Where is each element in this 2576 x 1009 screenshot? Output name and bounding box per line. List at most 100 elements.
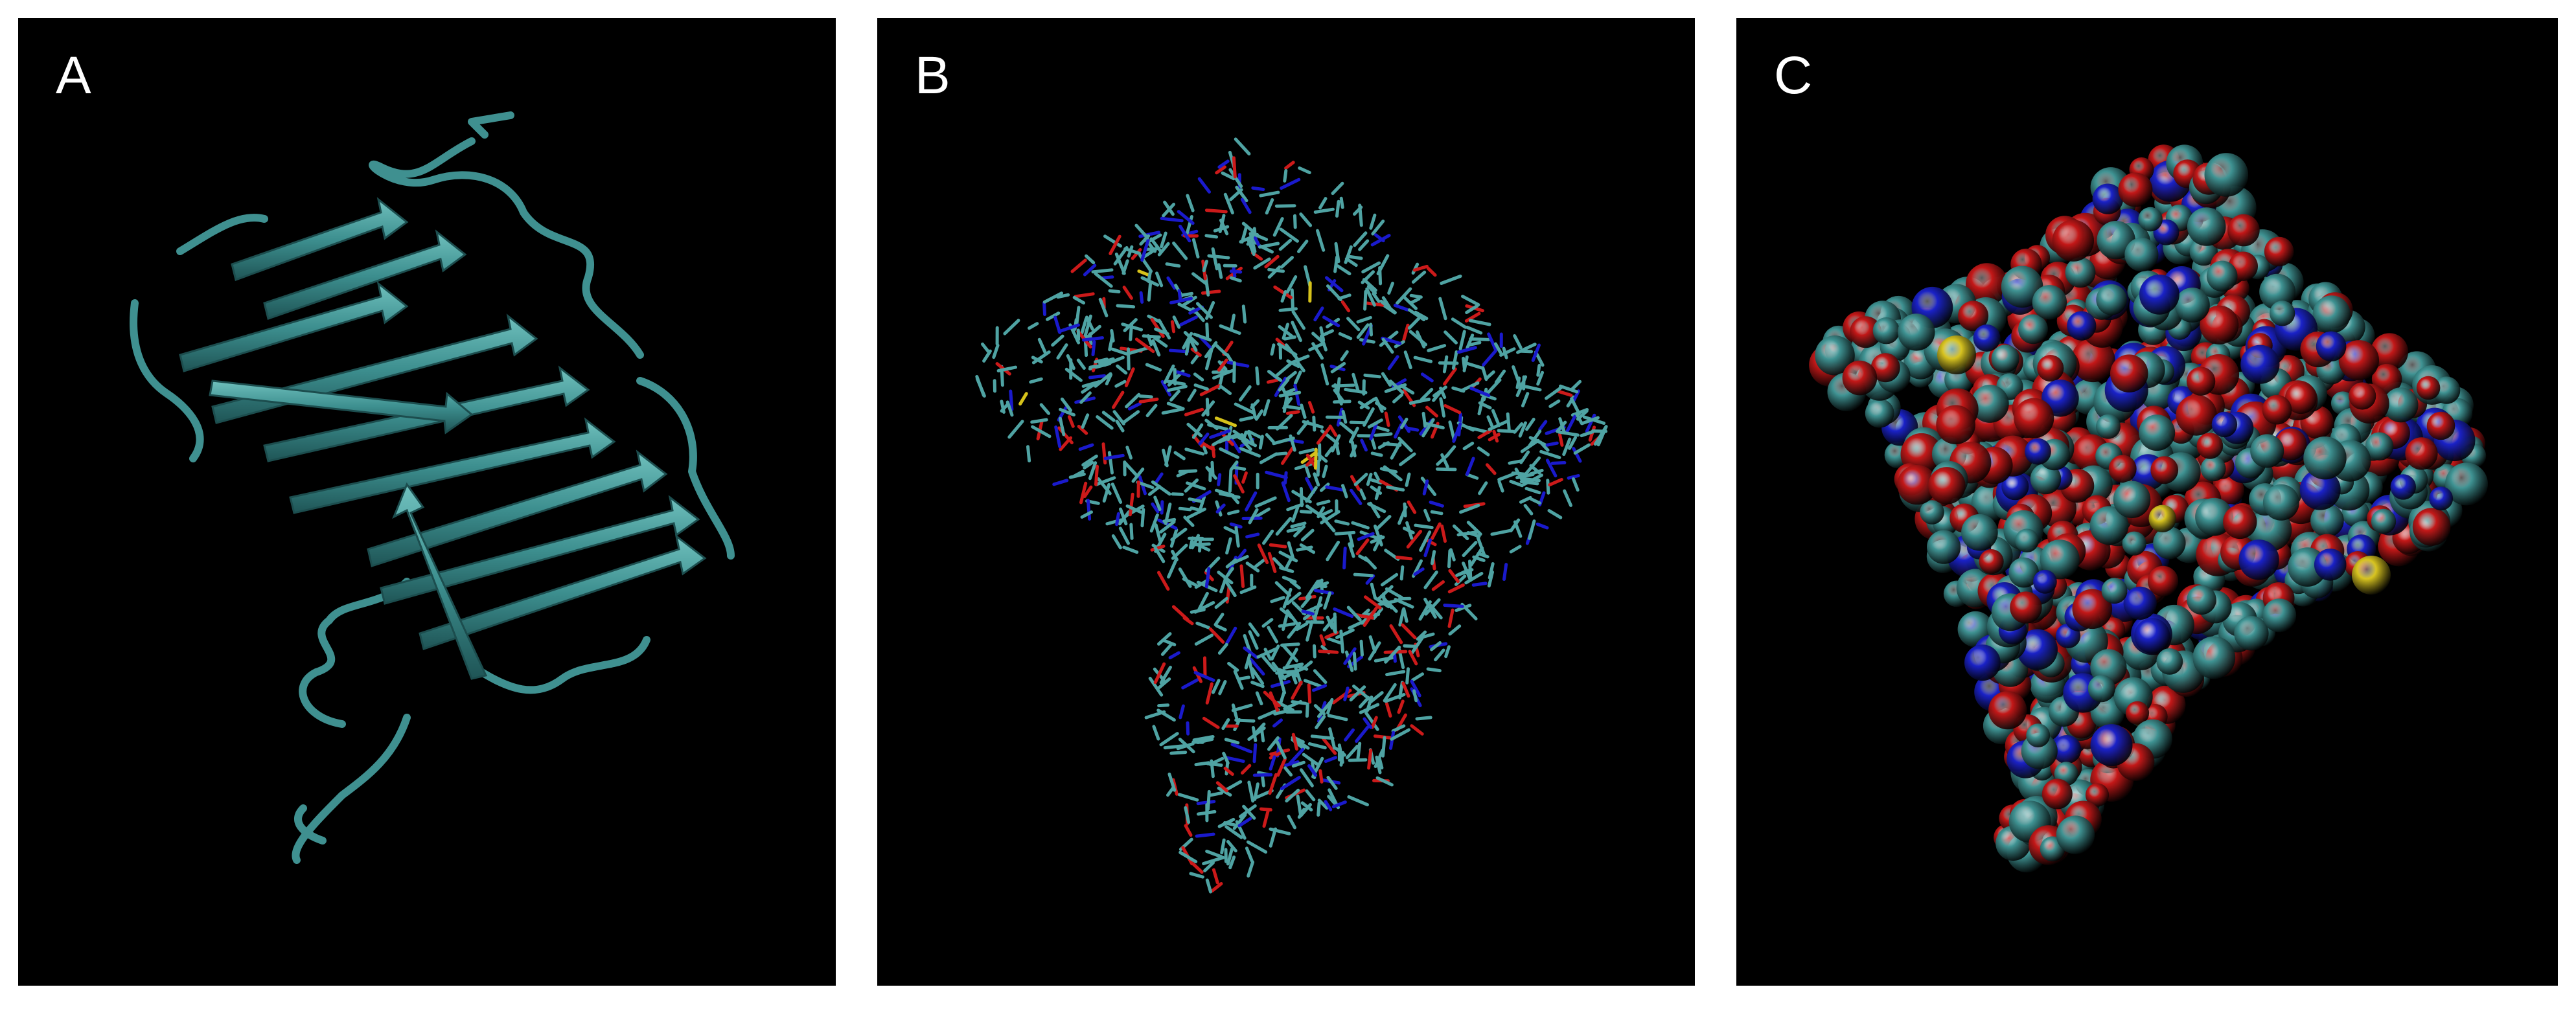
bond-stick — [1122, 545, 1139, 554]
bond-stick — [1182, 295, 1197, 307]
bond-stick — [1031, 356, 1043, 364]
bond-stick — [1205, 323, 1210, 339]
bond-stick — [1094, 476, 1116, 486]
atom-sphere — [2015, 528, 2039, 552]
bond-stick — [1375, 515, 1392, 531]
bond-stick — [1477, 429, 1493, 439]
bond-stick — [1190, 347, 1202, 357]
bond-stick — [1250, 666, 1265, 685]
bond-stick — [1211, 247, 1219, 271]
bond-stick — [1219, 385, 1232, 395]
bond-stick — [1291, 505, 1300, 523]
bond-stick — [1284, 556, 1294, 570]
bond-stick — [1191, 272, 1209, 286]
bond-stick — [1334, 530, 1356, 536]
bond-stick — [1300, 403, 1307, 419]
bond-stick — [1432, 391, 1442, 402]
bond-stick — [1300, 595, 1312, 608]
bond-stick — [1251, 186, 1265, 191]
bond-stick — [1239, 416, 1254, 422]
bond-stick — [1297, 808, 1306, 819]
bond-stick — [1486, 415, 1494, 427]
atom-sphere — [2148, 504, 2176, 532]
bond-stick — [1205, 682, 1213, 705]
bond-stick — [1279, 607, 1294, 620]
bond-stick — [975, 375, 985, 397]
bond-stick — [1347, 795, 1369, 807]
bond-stick — [1531, 343, 1541, 362]
bond-stick — [1315, 715, 1326, 729]
bond-stick — [1341, 484, 1348, 499]
bond-stick — [1539, 449, 1561, 459]
bond-stick — [1390, 440, 1402, 460]
bond-stick — [1322, 464, 1328, 479]
atom-sphere — [1920, 500, 1944, 525]
bond-stick — [1291, 732, 1298, 751]
bond-stick — [1327, 714, 1348, 721]
bond-stick — [1580, 430, 1595, 438]
bond-stick — [1455, 568, 1474, 577]
bond-stick — [1247, 860, 1255, 878]
bond-stick — [1311, 332, 1324, 344]
bond-stick — [1320, 509, 1333, 517]
bond-stick — [1235, 185, 1248, 203]
bond-stick — [1217, 358, 1228, 372]
bond-stick — [1344, 245, 1353, 264]
bond-stick — [1101, 411, 1116, 422]
bond-stick — [1402, 607, 1409, 623]
bond-stick — [1171, 605, 1190, 622]
bond-stick — [1318, 197, 1328, 210]
bond-stick — [1232, 361, 1236, 383]
bond-stick — [1205, 878, 1212, 894]
bond-stick — [1343, 647, 1357, 665]
bond-stick — [1193, 542, 1211, 547]
atom-sphere — [2139, 274, 2179, 315]
bond-stick — [1443, 330, 1458, 345]
bond-stick — [1357, 532, 1375, 541]
bond-stick — [1164, 445, 1172, 466]
bond-stick — [1352, 652, 1357, 671]
atom-sphere — [2383, 387, 2419, 423]
bond-stick — [1426, 266, 1437, 277]
bond-stick — [1203, 656, 1207, 679]
bond-stick — [1149, 513, 1159, 533]
bond-stick — [1165, 262, 1181, 268]
bond-stick — [1308, 342, 1324, 352]
bond-stick — [1123, 461, 1138, 476]
bond-stick — [1259, 726, 1265, 743]
bond-stick — [1439, 397, 1446, 418]
bond-stick — [1425, 405, 1438, 418]
bond-stick — [1258, 708, 1280, 720]
bond-stick — [1339, 196, 1344, 209]
bond-stick — [1197, 591, 1209, 611]
bond-stick — [1447, 608, 1455, 628]
atom-sphere — [2200, 456, 2226, 482]
bond-stick — [1393, 304, 1410, 312]
bond-stick — [1208, 756, 1225, 766]
bond-stick — [1545, 459, 1558, 478]
bond-stick — [1129, 523, 1134, 540]
bond-stick — [1350, 488, 1363, 505]
bond-stick — [1436, 467, 1457, 471]
bond-stick — [1464, 312, 1481, 323]
bond-stick — [1193, 671, 1215, 682]
bond-stick — [1217, 571, 1234, 585]
bond-stick — [1370, 535, 1385, 544]
atom-sphere — [2071, 338, 2115, 383]
bond-stick — [1418, 600, 1432, 621]
bond-stick — [1572, 447, 1582, 463]
bond-stick — [1423, 422, 1445, 429]
bond-stick — [1451, 350, 1458, 370]
bond-stick — [1364, 711, 1379, 731]
bond-stick — [1358, 239, 1370, 251]
bond-stick — [1302, 753, 1320, 766]
bond-stick — [1169, 751, 1188, 755]
bond-stick — [1175, 370, 1191, 378]
bond-stick — [1471, 582, 1488, 587]
atom-sphere — [2264, 236, 2294, 267]
bond-stick — [1416, 630, 1427, 641]
bond-stick — [1052, 479, 1069, 486]
bond-stick — [1191, 862, 1204, 874]
bond-stick — [1386, 485, 1405, 492]
